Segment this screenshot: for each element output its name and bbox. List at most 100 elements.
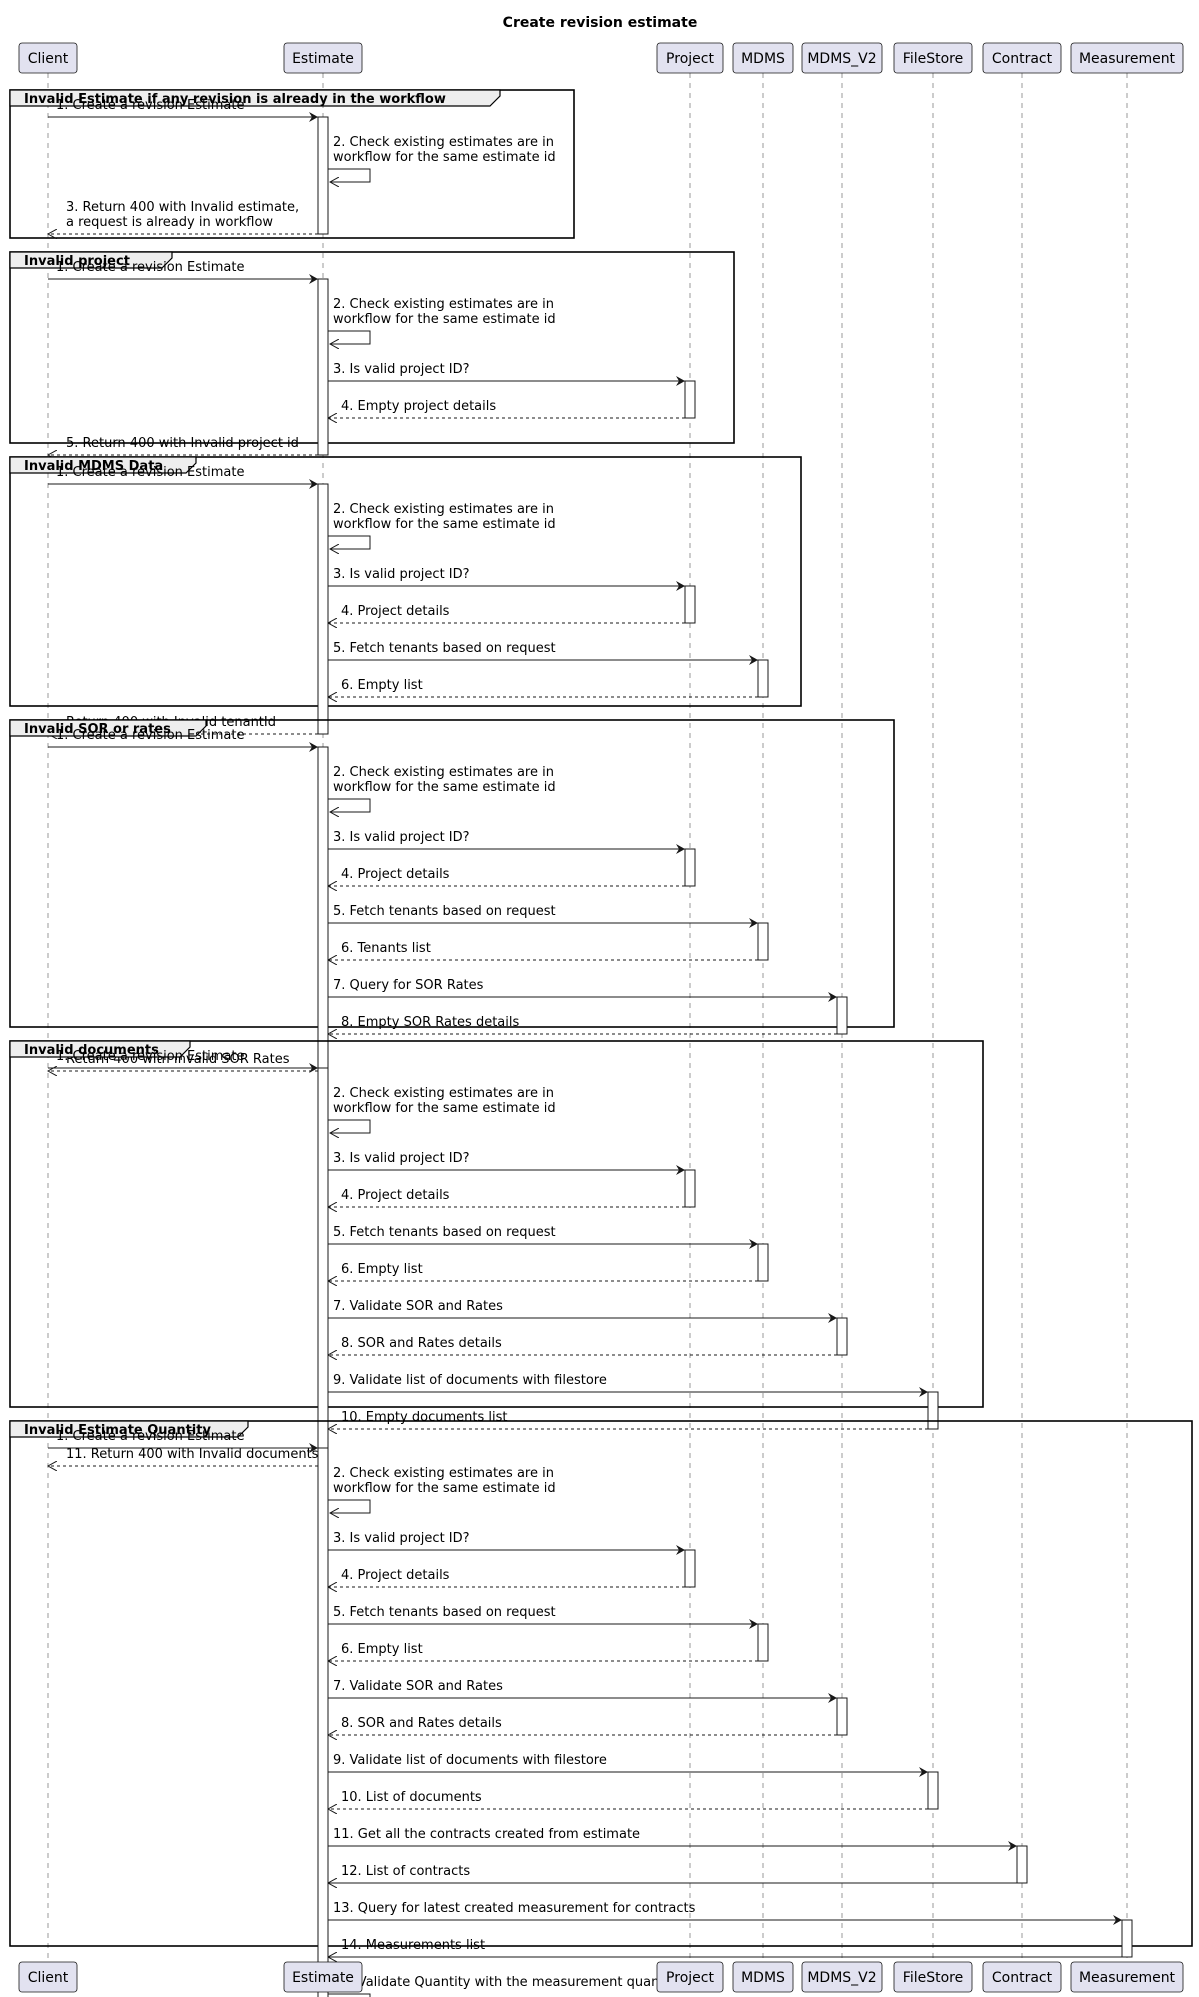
participant-mdms-top: MDMS: [732, 42, 794, 74]
message-text: workflow for the same estimate id: [333, 1481, 556, 1496]
participant-label: Estimate: [292, 1970, 354, 1986]
participant-box: [732, 42, 794, 74]
participant-box: [283, 42, 363, 74]
self-arrow: [328, 1993, 371, 1997]
participant-box: [656, 1961, 724, 1993]
message-1: 1. Create a revision Estimate: [48, 1049, 318, 1073]
message-2: 2. Check existing estimates are in workf…: [328, 135, 556, 182]
participant-box: [283, 1961, 363, 1993]
message-text: 11. Get all the contracts created from e…: [333, 1827, 640, 1842]
activation-contract: [1016, 1845, 1028, 1884]
message-text: 10. Empty documents list: [341, 1410, 507, 1425]
message-text: 4. Project details: [341, 867, 450, 882]
message-8: 8. Empty SOR Rates details: [328, 1015, 837, 1034]
self-arrow: [328, 535, 371, 549]
message-text: a request is already in workflow: [66, 215, 273, 230]
activation-project: [684, 848, 696, 887]
message-2: 2. Check existing estimates are in workf…: [328, 765, 556, 812]
message-8: 8. SOR and Rates details: [328, 1336, 837, 1355]
message-text: 1. Create a revision Estimate: [56, 260, 244, 275]
group-tab: [9, 719, 207, 737]
activation-project: [684, 585, 696, 624]
message-text: 1. Create a revision Estimate: [56, 1049, 244, 1064]
message-text: 8. Empty SOR Rates details: [341, 1015, 519, 1030]
message-11: 11. Get all the contracts created from e…: [328, 1827, 1017, 1851]
participant-box: [1070, 42, 1184, 74]
message-5: 5. Fetch tenants based on request: [328, 904, 758, 928]
participant-box: [982, 42, 1062, 74]
message-1: 1. Create a revision Estimate: [48, 98, 318, 122]
message-text: 2. Check existing estimates are in: [333, 1466, 554, 1481]
participant-client-top: Client: [18, 42, 78, 74]
message-text: 2. Check existing estimates are in: [333, 135, 554, 150]
activation-mdms-v2: [836, 1697, 848, 1736]
message-text: 2. Check existing estimates are in: [333, 765, 554, 780]
message-7: 7. Validate SOR and Rates: [328, 1299, 837, 1323]
activation-estimate: [317, 278, 329, 456]
message-4: 4. Project details: [328, 604, 685, 623]
activation-estimate: [317, 746, 329, 1072]
message-text: 6. Empty list: [341, 1262, 423, 1277]
self-arrow: [328, 798, 371, 812]
message-9: 9. Validate list of documents with files…: [328, 1753, 928, 1777]
activation-mdms: [757, 659, 769, 698]
message-text: 2. Check existing estimates are in: [333, 502, 554, 517]
message-text: 4. Project details: [341, 1568, 450, 1583]
group-frame: [9, 251, 735, 444]
group-invalid-estimate-if-any-revision-is-already-in-the-workflow: Invalid Estimate if any revision is alre…: [9, 89, 575, 238]
participant-box: [893, 42, 973, 74]
message-11: 11. Return 400 with Invalid documents: [48, 1447, 319, 1466]
participant-label: Client: [28, 51, 69, 67]
message-5: 5. Fetch tenants based on request: [328, 1605, 758, 1629]
message-1: 1. Create a revision Estimate: [48, 728, 318, 752]
activation-estimate: [317, 1067, 329, 1467]
participant-box: [732, 1961, 794, 1993]
message-text: 11. Return 400 with Invalid documents: [66, 1447, 319, 1462]
message-text: workflow for the same estimate id: [333, 1101, 556, 1116]
message-text: 7. Validate SOR and Rates: [333, 1299, 503, 1314]
participant-box: [801, 1961, 883, 1993]
message-text: 1. Create a revision Estimate: [56, 1429, 244, 1444]
participant-label: FileStore: [903, 1970, 963, 1986]
message-text: 3. Is valid project ID?: [333, 362, 470, 377]
participant-label: Contract: [992, 51, 1053, 67]
activation-measurement: [1121, 1919, 1133, 1958]
message-text: workflow for the same estimate id: [333, 517, 556, 532]
participant-filestore-bottom: FileStore: [893, 1961, 973, 1993]
message-text: 8. SOR and Rates details: [341, 1716, 502, 1731]
participant-estimate-bottom: Estimate: [283, 1961, 363, 1993]
message-text: 3. Return 400 with Invalid estimate,: [66, 200, 299, 215]
participant-estimate-top: Estimate: [283, 42, 363, 74]
message-12: 12. List of contracts: [328, 1864, 1017, 1883]
message-4: 4. Project details: [328, 1568, 685, 1587]
message-3: 3. Is valid project ID?: [328, 362, 685, 386]
message-13: 13. Query for latest created measurement…: [328, 1901, 1122, 1925]
message-text: workflow for the same estimate id: [333, 780, 556, 795]
message-2: 2. Check existing estimates are in workf…: [328, 1466, 556, 1513]
message-text: 6. Empty list: [341, 678, 423, 693]
message-5: 5. Fetch tenants based on request: [328, 1225, 758, 1249]
message-14: 14. Measurements list: [328, 1938, 1122, 1957]
message-3: 3. Return 400 with Invalid estimate, a r…: [48, 200, 318, 234]
message-4: 4. Empty project details: [328, 399, 685, 418]
activation-project: [684, 1549, 696, 1588]
participant-label: MDMS: [741, 1970, 785, 1986]
activation-estimate: [317, 483, 329, 735]
participant-label: MDMS: [741, 51, 785, 67]
group-label: Invalid Estimate Quantity: [24, 1423, 211, 1438]
group-frame: [9, 1040, 984, 1408]
group-label: Invalid project: [24, 254, 130, 269]
message-text: 9. Validate list of documents with files…: [333, 1373, 607, 1388]
activation-mdms-v2: [836, 1317, 848, 1356]
group-label: Invalid SOR or rates: [24, 722, 171, 737]
message-3: 3. Is valid project ID?: [328, 1151, 685, 1175]
diagram-title: Create revision estimate: [503, 15, 698, 31]
message-text: 4. Project details: [341, 604, 450, 619]
self-arrow: [328, 1499, 371, 1513]
self-arrow: [328, 1119, 371, 1133]
message-text: 1. Create a revision Estimate: [56, 728, 244, 743]
message-text: 1. Create a revision Estimate: [56, 465, 244, 480]
message-text: 3. Is valid project ID?: [333, 1151, 470, 1166]
